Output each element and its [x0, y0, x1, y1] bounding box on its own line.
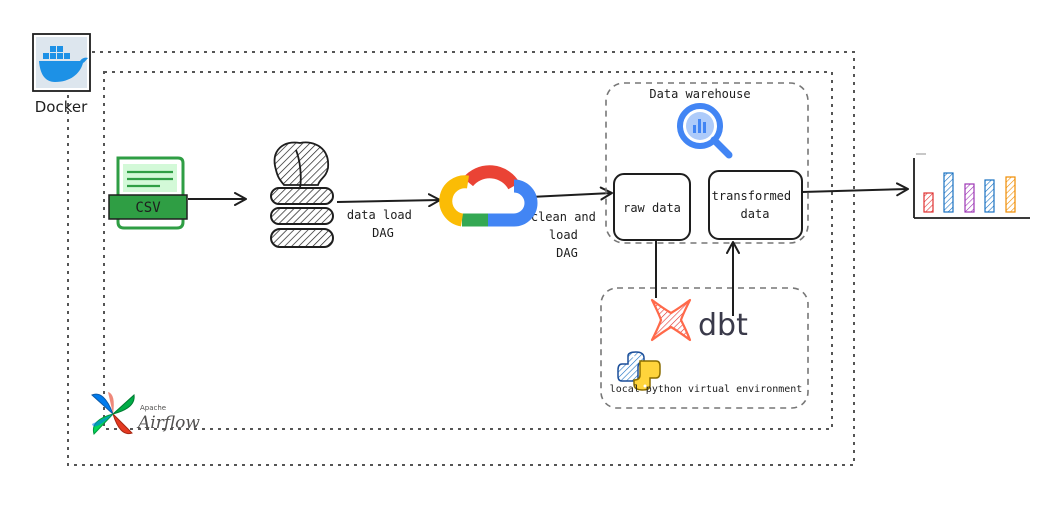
bar-chart-icon: [913, 153, 1030, 219]
airflow-logo-icon: [91, 392, 135, 435]
arrow-transformed-to-chart: [801, 182, 909, 197]
airflow-big-label: Airflow: [136, 413, 200, 433]
raw-data-label: raw data: [623, 201, 681, 215]
google-cloud-icon: [439, 165, 538, 227]
edge-label-data-load: data load DAG: [347, 208, 419, 240]
transformed-data-node: [708, 170, 803, 240]
arrow-postgres-to-gcs: [336, 193, 441, 208]
airflow-small-label: Apache: [140, 404, 166, 412]
raw-data-node: [613, 173, 691, 241]
python-logo-icon: [617, 351, 661, 391]
edge-label-clean-load: clean and load DAG: [531, 210, 603, 260]
docker-container: [67, 51, 855, 466]
data-warehouse-group: [605, 82, 809, 244]
postgres-database-icon: [270, 141, 334, 248]
docker-label: Docker: [35, 98, 88, 116]
python-venv-group: [600, 287, 809, 409]
docker-logo-icon: [32, 33, 91, 92]
airflow-container: [103, 71, 833, 430]
transformed-data-label: transformed data: [712, 189, 799, 221]
arrow-gcs-to-raw: [529, 186, 613, 201]
csv-label: CSV: [135, 200, 161, 216]
csv-file-icon: [108, 156, 188, 230]
python-venv-label: local python virtual environment: [610, 384, 803, 395]
data-warehouse-title: Data warehouse: [649, 87, 750, 101]
dbt-logo-icon: [650, 298, 692, 342]
bigquery-icon: [677, 103, 733, 159]
dbt-label: dbt: [698, 308, 748, 343]
